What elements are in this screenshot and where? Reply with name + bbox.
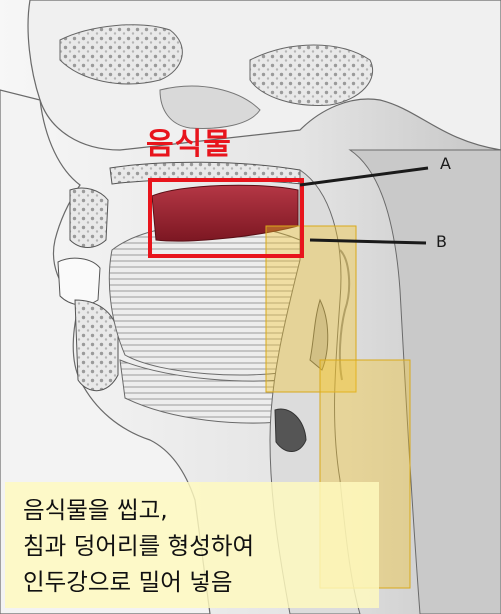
pointer-label-a: A <box>440 154 451 173</box>
caption-line-1: 음식물을 씹고, <box>23 492 369 528</box>
caption-line-3: 인두강으로 밀어 넣음 <box>23 564 369 600</box>
caption-box: 음식물을 씹고, 침과 덩어리를 형성하여 인두강으로 밀어 넣음 <box>5 482 379 608</box>
pointer-label-b: B <box>436 232 447 251</box>
food-label: 음식물 <box>146 128 232 162</box>
upper-jaw <box>70 188 108 247</box>
caption-line-2: 침과 덩어리를 형성하여 <box>23 528 369 564</box>
lips <box>58 258 100 305</box>
